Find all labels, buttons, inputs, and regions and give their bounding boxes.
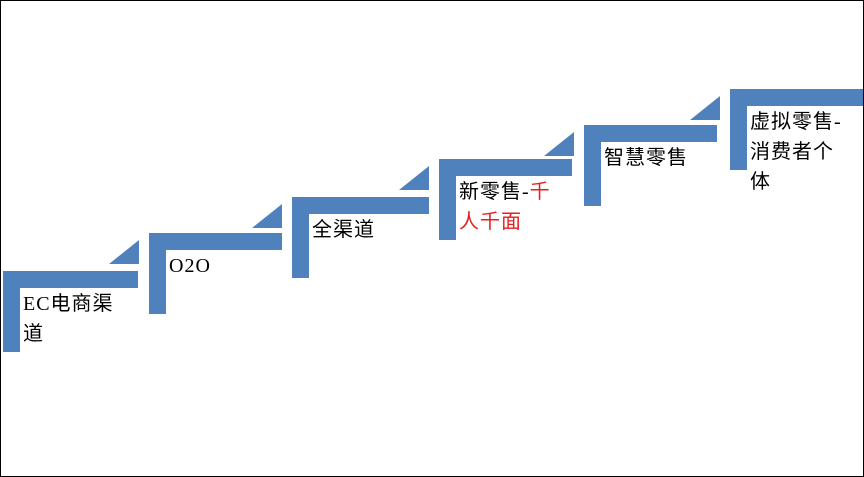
step-label: 虚拟零售-消费者个体: [750, 107, 852, 197]
step-label-highlight: 千人千面: [459, 181, 551, 233]
step-horizontal-bar: [3, 271, 138, 288]
step-horizontal-bar: [584, 125, 717, 142]
step-horizontal-bar: [730, 89, 863, 106]
step-label-text: 智慧零售: [604, 147, 688, 169]
step-vertical-bar: [439, 159, 456, 240]
step-label: 全渠道: [312, 215, 414, 245]
step-vertical-bar: [730, 89, 747, 170]
step-label: 智慧零售: [604, 143, 706, 173]
step-vertical-bar: [149, 233, 166, 314]
up-arrow-triangle-icon: [109, 240, 139, 264]
step-vertical-bar: [3, 271, 20, 352]
step-vertical-bar: [584, 125, 601, 206]
step-horizontal-bar: [439, 159, 572, 176]
step-horizontal-bar: [149, 233, 282, 250]
step-label-text: 全渠道: [312, 219, 375, 241]
up-arrow-triangle-icon: [544, 132, 574, 156]
step-horizontal-bar: [292, 197, 429, 214]
step-label: 新零售-千人千面: [459, 177, 561, 237]
step-label-text: 虚拟零售-消费者个体: [750, 111, 842, 193]
step-label: O2O: [169, 251, 271, 281]
step-label-text: 新零售-: [459, 181, 530, 203]
up-arrow-triangle-icon: [252, 204, 282, 228]
up-arrow-triangle-icon: [399, 166, 429, 190]
step-label-text: EC电商渠道: [23, 293, 114, 345]
step-vertical-bar: [292, 197, 309, 278]
up-arrow-triangle-icon: [690, 96, 720, 120]
step-label-text: O2O: [169, 255, 211, 277]
step-label: EC电商渠道: [23, 289, 125, 349]
